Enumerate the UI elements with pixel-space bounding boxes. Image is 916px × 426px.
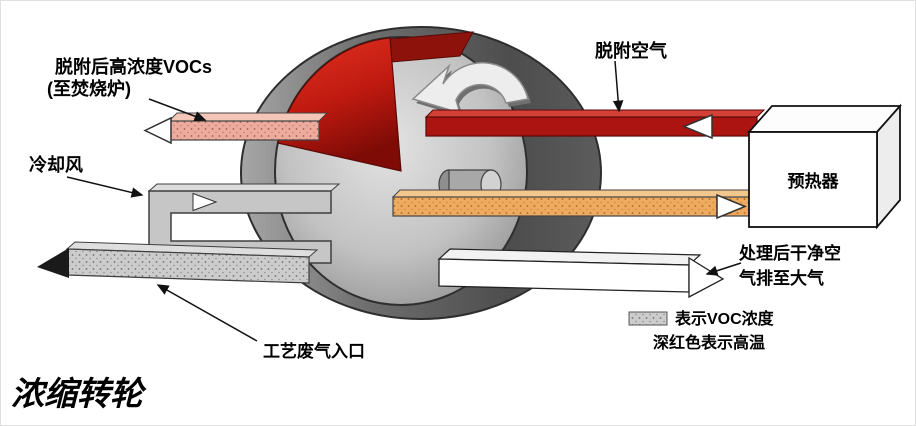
clean-air-duct	[437, 248, 725, 299]
voc-outlet-duct	[143, 112, 329, 145]
label-desorbed-vocs-line2: (至焚烧炉)	[47, 78, 131, 99]
pink-duct-front	[168, 120, 320, 141]
preheater-box: 预热器	[747, 103, 902, 230]
legend: 表示VOC浓度 深红色表示高温	[628, 309, 775, 352]
desorption-air-duct	[424, 109, 766, 140]
waste-gas-duct	[37, 241, 319, 284]
leader-cooling-air	[66, 176, 144, 198]
red-duct-top	[424, 109, 766, 118]
leader-waste-gas	[156, 284, 258, 342]
text-labels: 脱附后高浓度VOCs (至焚烧炉) 冷却风 脱附空气 处理后干净空 气排至大气 …	[29, 40, 841, 361]
clean-duct-flow-arrow-icon	[688, 256, 725, 299]
label-waste-gas-inlet: 工艺废气入口	[263, 341, 365, 361]
label-desorbed-vocs-line1: 脱附后高浓度VOCs	[55, 56, 212, 77]
orange-duct-top	[391, 189, 758, 198]
label-cooling-air: 冷却风	[29, 154, 83, 175]
preheater-top	[747, 105, 902, 133]
pink-duct-flow-arrow-icon	[143, 116, 172, 145]
legend-temp-text: 深红色表示高温	[653, 333, 765, 352]
diagram-title: 浓缩转轮	[11, 375, 147, 412]
orange-duct-flow-arrow-icon	[716, 193, 747, 220]
leader-desorption-air	[612, 60, 624, 113]
leader-lines	[66, 60, 742, 342]
orange-duct-front	[392, 196, 750, 217]
label-desorption-air: 脱附空气	[595, 40, 667, 61]
rotation-arrow-icon	[411, 62, 531, 117]
label-clean-air-line1: 处理后干净空	[738, 243, 841, 263]
preheater-front	[748, 131, 878, 228]
cooling-duct-top	[147, 183, 341, 192]
leader-desorbed-vocs	[148, 98, 207, 122]
preheater-label: 预热器	[788, 171, 840, 191]
legend-voc-text: 表示VOC浓度	[674, 309, 775, 328]
cooling-air-duct	[147, 183, 341, 264]
waste-inlet-arrow-icon	[37, 248, 69, 278]
label-clean-air-line2: 气排至大气	[738, 268, 824, 288]
cooling-flow-arrow-icon	[192, 192, 218, 212]
preheated-air-duct	[391, 189, 758, 220]
clean-duct-front	[438, 258, 690, 293]
legend-voc-swatch	[628, 311, 668, 326]
red-duct-flow-arrow-icon	[682, 113, 713, 140]
leader-clean-air	[705, 262, 742, 276]
pink-duct-top	[167, 112, 329, 122]
